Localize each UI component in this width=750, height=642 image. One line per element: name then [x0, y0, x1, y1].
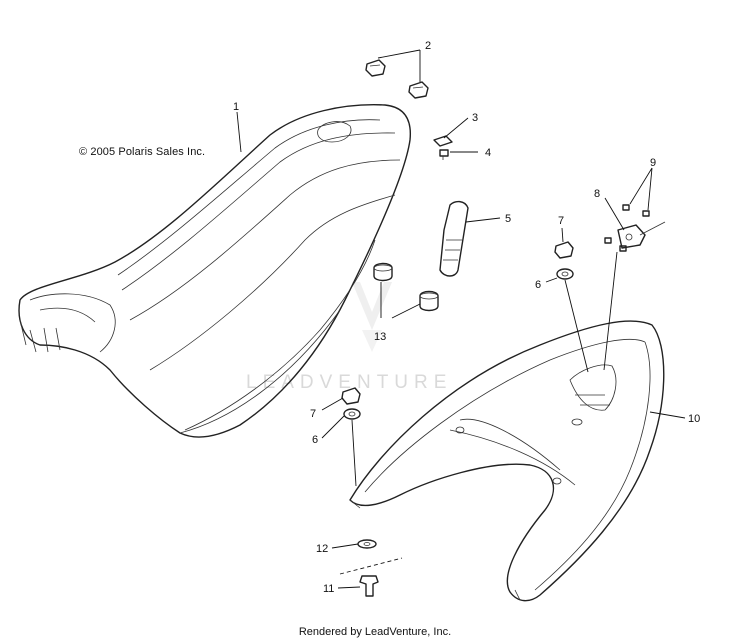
callout-6-right: 6	[535, 279, 541, 291]
callout-10: 10	[688, 413, 700, 425]
watermark-text: LEADVENTURE	[246, 372, 452, 393]
callout-9: 9	[650, 157, 656, 169]
callout-2: 2	[425, 40, 431, 52]
washer-part-6-left	[343, 408, 361, 420]
seat-base-part-10	[349, 320, 665, 602]
callout-13: 13	[374, 331, 386, 343]
callout-7-right: 7	[558, 215, 564, 227]
bolt-part-11	[359, 575, 379, 597]
callout-1: 1	[233, 101, 239, 113]
callout-6-left: 6	[312, 434, 318, 446]
callout-3: 3	[472, 112, 478, 124]
latch-part-8	[617, 221, 666, 249]
washer-part-6-right	[556, 268, 574, 280]
callout-11: 11	[323, 583, 334, 595]
callout-4: 4	[485, 147, 491, 159]
nut-part-7-right	[554, 241, 574, 259]
leader-lines	[236, 49, 686, 589]
footer-credit: Rendered by LeadVenture, Inc.	[298, 626, 452, 638]
watermark-logo	[352, 282, 392, 352]
washer-part-12	[357, 539, 377, 549]
callout-8: 8	[594, 188, 600, 200]
strap-part-5	[439, 200, 469, 277]
callout-7-left: 7	[310, 408, 316, 420]
screw-part-9	[604, 204, 650, 252]
bumper-part-13a	[373, 262, 393, 282]
callout-12: 12	[316, 543, 328, 555]
nut-part-2b	[408, 81, 429, 99]
screw-part-4	[439, 149, 449, 160]
clip-part-3	[433, 135, 453, 147]
seat-part	[18, 104, 412, 438]
callout-5: 5	[505, 213, 511, 225]
copyright-text: © 2005 Polaris Sales Inc.	[79, 146, 206, 158]
nut-part-7-left	[341, 387, 361, 405]
bumper-part-13b	[419, 290, 439, 312]
nut-part-2a	[365, 59, 386, 77]
